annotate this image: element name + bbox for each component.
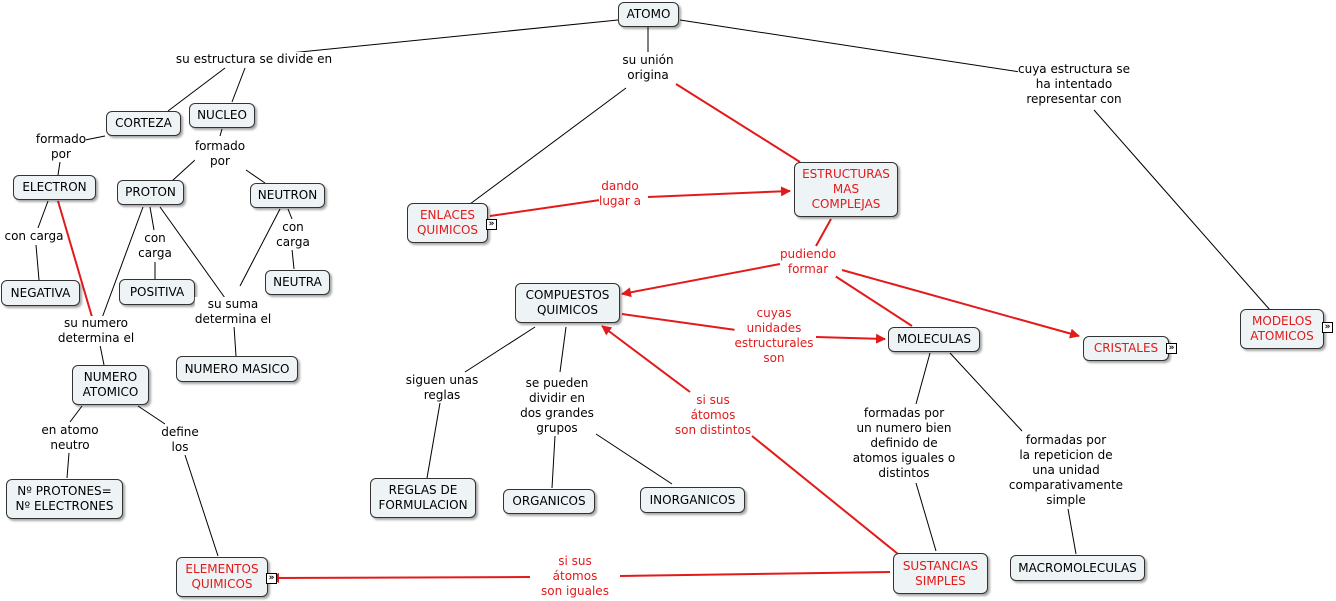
link-sustancias-iguales [619,571,891,577]
link-pudiendo-cristales [841,269,1080,339]
label-cuyas-unidades: cuyas unidades estructurales son [734,306,814,366]
node-electron[interactable]: ELECTRON [13,175,96,200]
node-nucleo[interactable]: NUCLEO [189,103,255,128]
node-numero-masico[interactable]: NUMERO MASICO [176,356,298,382]
link-formado-neutron [245,169,266,184]
link-proton-sunumero [101,206,144,319]
node-atomo[interactable]: ATOMO [618,2,679,27]
link-sustancias-sisus [751,435,899,555]
link-pudiendo-moleculas [834,275,913,327]
link-su-estructura-nucleo [231,67,246,103]
label-siguen-reglas: siguen unas reglas [405,373,479,403]
node-elementos-quimicos[interactable]: ELEMENTOS QUIMICOS [176,557,268,597]
node-organicos[interactable]: ORGANICOS [503,489,595,514]
link-pudiendo-compuestos [621,263,781,298]
link-compuestos-siguen [464,326,536,373]
double-chevron-right-icon[interactable]: » [486,219,497,230]
label-su-numero: su numero determina el [57,316,135,346]
label-si-sus-distintos: si sus átomos son distintos [674,393,752,438]
link-proton-susuma [159,206,226,299]
link-estructuras-pudiendo [815,218,832,247]
node-inorganicos[interactable]: INORGANICOS [640,487,745,513]
label-define-los: define los [161,425,199,455]
label-con-carga-2: con carga [138,231,172,261]
link-siguen-reglas [426,402,441,479]
link-cuya-modelos [1093,109,1271,311]
link-define-elementos [184,454,219,557]
link-enlaces-dando [489,199,601,217]
link-electron-concarga [37,200,49,229]
link-susuma-masico [233,325,237,357]
label-formadas-repeticion: formadas por la repeticion de una unidad… [1008,433,1124,508]
link-nucleo-formado [219,128,223,137]
link-atomo-su-estructura [269,19,619,56]
link-concarga-negativa [35,244,40,281]
double-chevron-right-icon[interactable]: » [1322,322,1333,333]
link-electron-sunumero [57,200,93,318]
link-neutron-susuma [239,208,281,287]
link-moleculas-formadas2 [949,352,1023,432]
link-sepueden-organicos [551,435,556,489]
label-formado-por-1: formado por [35,132,87,162]
link-sunumero-atomico [99,344,105,366]
label-pudiendo-formar: pudiendo formar [779,247,837,277]
link-compuestos-cuyas [621,313,737,331]
label-su-suma: su suma determina el [194,297,272,327]
link-union-enlaces [469,87,627,205]
link-proton-concarga [149,206,155,231]
link-iguales-elementos [269,572,531,583]
double-chevron-right-icon[interactable]: » [266,573,277,584]
node-estructuras-mas-complejas[interactable]: ESTRUCTURAS MAS COMPLEJAS [794,162,898,217]
label-formado-por-2: formado por [194,139,246,169]
link-formadas1-sustancias [915,482,937,552]
node-modelos-atomicos[interactable]: MODELOS ATOMICOS [1240,309,1324,349]
node-corteza[interactable]: CORTEZA [106,111,181,136]
label-con-carga-3: con carga [276,220,310,250]
link-sepueden-inorganicos [595,433,673,485]
node-reglas-formulacion[interactable]: REGLAS DE FORMULACION [370,478,476,518]
double-chevron-right-icon[interactable]: » [1166,343,1177,354]
node-neutron[interactable]: NEUTRON [250,183,325,208]
label-formadas-numero: formadas por un numero bien definido de … [852,406,956,481]
node-cristales[interactable]: CRISTALES [1083,336,1169,361]
label-se-pueden-dividir: se pueden dividir en dos grandes grupos [520,376,594,436]
label-en-atomo-neutro: en atomo neutro [41,423,99,453]
link-formadas2-macro [1067,508,1077,555]
link-formado-proton [171,159,196,182]
node-macromoleculas[interactable]: MACROMOLECULAS [1010,555,1145,581]
node-compuestos-quimicos[interactable]: COMPUESTOS QUIMICOS [515,283,620,323]
link-formado-electron [57,161,61,176]
node-proton[interactable]: PROTON [117,180,184,205]
link-enatomo-protones [66,452,70,479]
node-protones-electrones[interactable]: Nº PROTONES= Nº ELECTRONES [6,479,123,519]
label-cuya-estructura: cuya estructura se ha intentado represen… [1018,62,1130,107]
node-numero-atomico[interactable]: NUMERO ATOMICO [72,365,149,405]
link-dando-estructuras [647,186,791,198]
label-su-union: su unión origina [622,53,674,83]
link-atomico-define [137,405,166,425]
link-compuestos-sepueden [559,326,567,373]
link-atomo-cuya-estructura [679,19,1021,73]
label-si-sus-iguales: si sus átomos son iguales [541,554,609,599]
node-neutra[interactable]: NEUTRA [265,270,330,295]
node-enlaces-quimicos[interactable]: ENLACES QUIMICOS [407,203,488,243]
link-cuyas-moleculas [815,333,886,344]
node-negativa[interactable]: NEGATIVA [1,280,80,306]
link-sisus-compuestos [601,325,691,393]
link-neutron-concarga [287,208,293,220]
link-union-estructuras [675,83,801,163]
link-concarga-neutra [291,248,295,270]
link-atomico-enatomo [69,405,83,423]
node-positiva[interactable]: POSITIVA [119,279,195,305]
link-su-estructura-corteza [167,67,226,112]
node-sustancias-simples[interactable]: SUSTANCIAS SIMPLES [893,553,988,594]
link-moleculas-formadas1 [915,352,931,405]
label-con-carga-1: con carga [4,229,64,244]
label-su-estructura: su estructura se divide en [175,52,333,67]
node-moleculas[interactable]: MOLECULAS [888,327,980,352]
label-dando-lugar: dando lugar a [598,179,642,209]
